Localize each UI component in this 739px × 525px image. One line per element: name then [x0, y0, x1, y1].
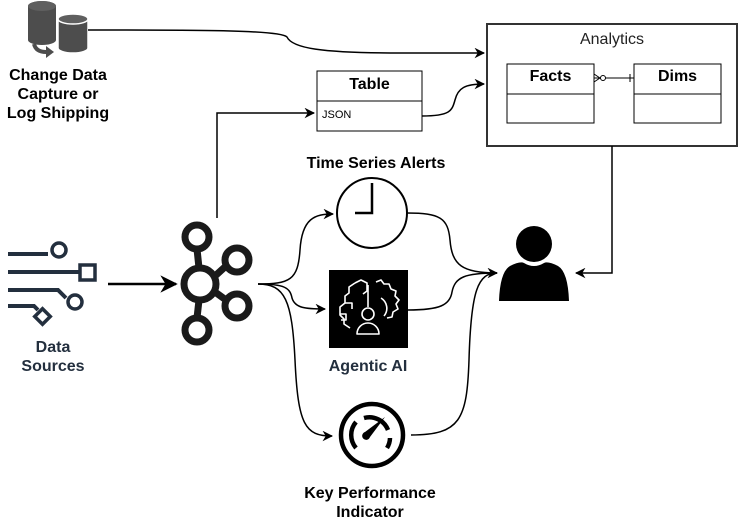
database-replication-icon [28, 1, 89, 58]
kpi-label-line2: Indicator [336, 504, 404, 522]
cdc-label-line2: Capture or [17, 86, 99, 104]
cdc-label: Change Data Capture or Log Shipping [0, 66, 116, 124]
data-sources-label-line2: Sources [21, 358, 85, 376]
facts-entity-title: Facts [529, 68, 572, 85]
edge-stream-timeseries [257, 208, 335, 285]
data-sources-label: Data Sources [8, 338, 98, 376]
analytics-title: Analytics [579, 31, 645, 48]
data-sources-icon [8, 241, 97, 327]
edge-cdc-analytics [87, 29, 486, 59]
dims-entity-title: Dims [657, 68, 698, 85]
user-icon [499, 226, 569, 301]
kafka-icon [180, 221, 253, 346]
edge-agentic-user [407, 272, 498, 311]
edge-timeseries-user [406, 212, 499, 279]
kpi-label: Key Performance Indicator [280, 484, 460, 522]
edge-stream-kpi [257, 283, 334, 442]
ai-brain-gear-icon [329, 270, 408, 348]
data-sources-label-line1: Data [35, 339, 71, 356]
edge-table-analytics [421, 78, 486, 117]
cdc-label-line3: Log Shipping [6, 105, 110, 123]
cdc-label-line1: Change Data [9, 67, 107, 84]
edge-stream-agentic [257, 283, 327, 315]
edge-analytics-user [574, 146, 613, 279]
analytics-container [486, 23, 738, 147]
kpi-label-line1: Key Performance [304, 485, 436, 502]
gauge-icon [338, 401, 406, 469]
table-field-json: JSON [322, 109, 352, 121]
edge-kpi-user [410, 272, 498, 436]
table-title: Table [349, 76, 390, 93]
agentic-ai-label: Agentic AI [328, 358, 408, 375]
edge-stream-table [216, 107, 316, 218]
clock-icon [336, 177, 408, 249]
er-relation-many-to-one [593, 73, 634, 83]
table-entity [316, 70, 423, 132]
time-series-label: Time Series Alerts [306, 155, 446, 172]
